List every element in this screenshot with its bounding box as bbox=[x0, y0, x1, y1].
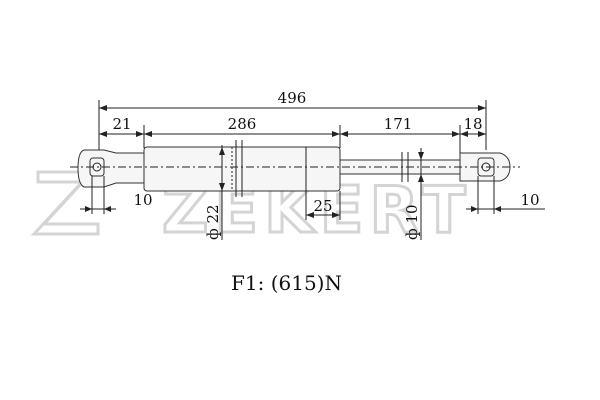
dim-rod-label: 171 bbox=[384, 115, 413, 133]
dim-rod-diameter-label: ф 10 bbox=[403, 204, 421, 240]
watermark-z-emblem bbox=[30, 170, 100, 236]
force-spec-label: F1: (615)N bbox=[231, 271, 342, 295]
dim-right-end-label: 18 bbox=[463, 115, 482, 133]
dim-cylinder-diameter: ф 22 bbox=[204, 140, 243, 240]
dim-right-eye: 10 bbox=[466, 176, 545, 214]
dim-rod-diameter: ф 10 bbox=[401, 148, 424, 240]
dim-overall: 496 bbox=[98, 89, 487, 150]
left-end-fitting bbox=[77, 149, 145, 188]
dim-cylinder-step-label: 25 bbox=[313, 197, 332, 215]
dim-cylinder-diameter-label: ф 22 bbox=[204, 204, 222, 240]
dim-left-eye-label: 10 bbox=[133, 191, 152, 209]
dim-right-eye-label: 10 bbox=[520, 191, 539, 209]
dim-cylinder-label: 286 bbox=[228, 115, 257, 133]
dim-overall-label: 496 bbox=[278, 89, 307, 107]
dim-segments: 21 286 171 18 bbox=[99, 115, 486, 153]
dim-cylinder-step: 25 bbox=[305, 191, 341, 220]
dim-left-end-label: 21 bbox=[112, 115, 131, 133]
dim-left-eye: 10 bbox=[80, 176, 153, 214]
